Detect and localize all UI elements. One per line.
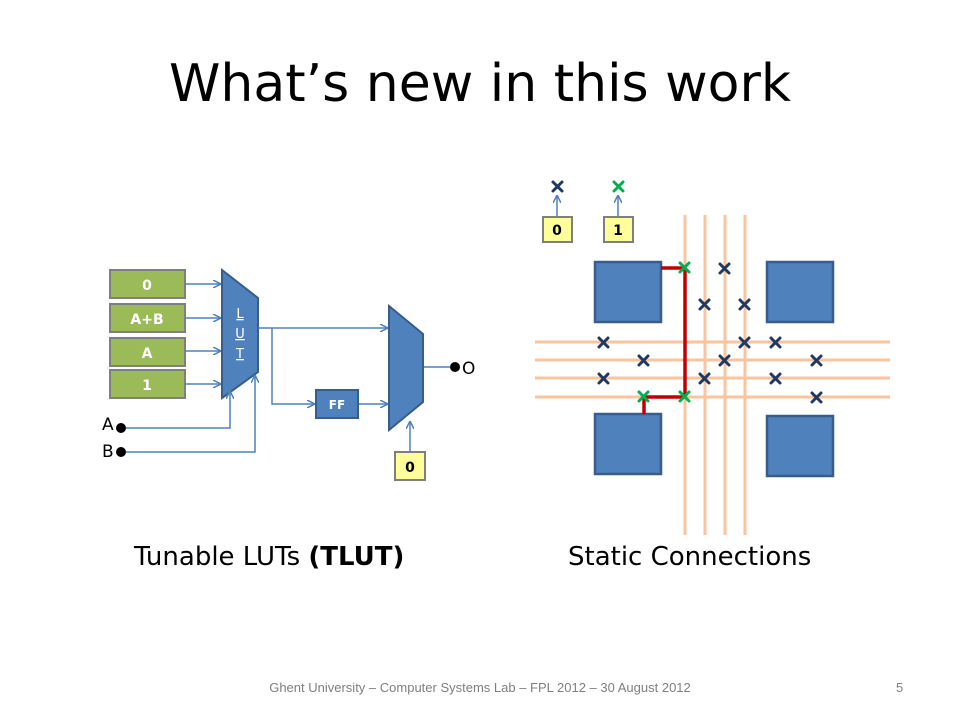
svg-text:O: O — [462, 359, 475, 379]
svg-text:A: A — [102, 415, 114, 435]
svg-text:B: B — [102, 442, 114, 462]
svg-text:T: T — [235, 347, 244, 362]
svg-text:1: 1 — [142, 378, 152, 394]
routing-tracks-horizontal — [535, 340, 890, 399]
svg-text:0: 0 — [142, 278, 152, 294]
static-connections-diagram: 0 1 — [535, 180, 890, 535]
output-mux — [388, 303, 424, 433]
logic-block — [593, 412, 663, 476]
static-connections-caption: Static Connections — [568, 542, 812, 572]
svg-text:1: 1 — [613, 223, 623, 239]
config-bit: 0 — [542, 216, 573, 243]
input-wires — [126, 376, 255, 453]
config-cell: A — [109, 337, 186, 367]
mux-select-cell: 0 — [394, 451, 426, 481]
svg-text:L: L — [236, 307, 244, 322]
cell-to-lut-arrows — [185, 284, 220, 384]
logic-block — [593, 260, 663, 324]
tlut-diagram: 0 A+B A 1 L U T A — [102, 267, 475, 481]
svg-text:0: 0 — [552, 223, 562, 239]
config-cell: A+B — [109, 303, 186, 333]
switch-points-inactive — [551, 180, 823, 404]
config-bit: 1 — [603, 216, 634, 243]
page-number: 5 — [896, 680, 904, 695]
logic-block — [765, 414, 835, 478]
svg-text:U: U — [235, 327, 245, 342]
slide-title: What’s new in this work — [169, 54, 791, 114]
routing-tracks-vertical — [683, 215, 747, 535]
svg-text:0: 0 — [405, 460, 415, 476]
config-cell: 0 — [109, 269, 186, 299]
switch-points-active — [612, 180, 691, 403]
logic-block — [765, 260, 835, 324]
svg-text:FF: FF — [329, 398, 345, 412]
config-cell: 1 — [109, 369, 186, 399]
flip-flop: FF — [315, 389, 359, 419]
output-o: O — [450, 359, 475, 379]
svg-text:A: A — [142, 346, 153, 362]
lut-output-wires — [258, 328, 450, 452]
tlut-caption: Tunable LUTs (TLUT) — [134, 542, 405, 572]
input-a: A — [102, 415, 126, 435]
config-bit-arrows — [557, 196, 618, 217]
svg-text:A+B: A+B — [130, 312, 163, 328]
slide-footer: Ghent University – Computer Systems Lab … — [269, 680, 691, 695]
input-b: B — [102, 442, 126, 462]
lut-block: L U T — [221, 267, 259, 400]
